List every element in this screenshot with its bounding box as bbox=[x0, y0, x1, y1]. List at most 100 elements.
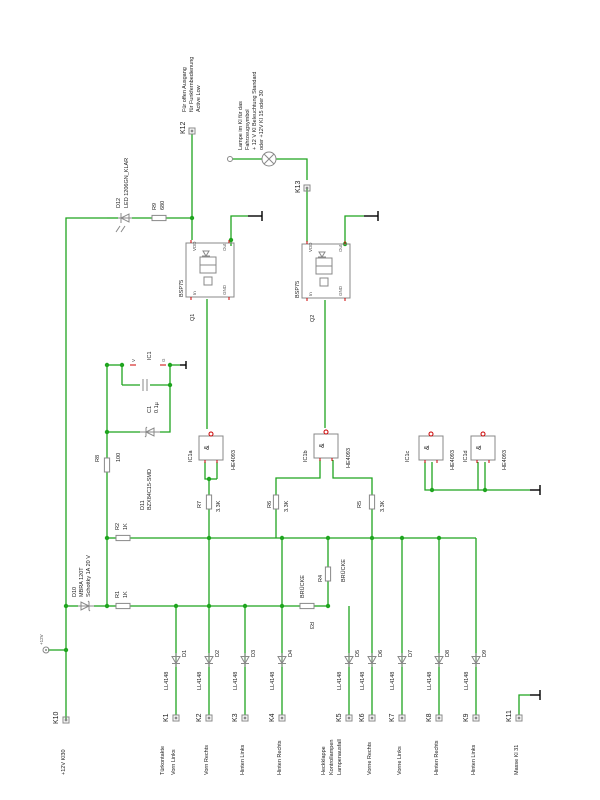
connector-k1-name: K1 bbox=[163, 713, 170, 722]
diode-d2-value: LL4148 bbox=[197, 672, 203, 690]
resistor-r8: R8 100 bbox=[95, 453, 122, 473]
connector-k3[interactable]: K3 Hinten Links bbox=[232, 713, 249, 775]
resistor-r3-name: R3 bbox=[308, 622, 314, 629]
connector-k3-name: K3 bbox=[232, 713, 239, 722]
q2-pin-vdd: VDD bbox=[308, 242, 313, 252]
resistor-r8-value: 100 bbox=[116, 453, 122, 462]
diode-d7-name: D7 bbox=[408, 650, 414, 657]
connector-k10[interactable]: K10 +12V Kl30 bbox=[53, 711, 70, 775]
diode-d8: LL4148 D8 bbox=[427, 650, 451, 690]
capacitor-c1-name: C1 bbox=[147, 406, 153, 413]
connector-k8-label: Hinten Rechts bbox=[434, 740, 440, 775]
diode-d2-name: D2 bbox=[215, 650, 221, 657]
gate-ic1c-symbol: & bbox=[424, 445, 431, 450]
diode-d4-name: D4 bbox=[288, 650, 294, 657]
junction-dots bbox=[63, 215, 488, 653]
diode-d7: LL4148 D7 bbox=[390, 650, 414, 690]
diode-d2: LL4148 D2 bbox=[197, 650, 221, 690]
connector-k5-name: K5 bbox=[336, 713, 343, 722]
resistor-r7-value: 3.3K bbox=[216, 500, 222, 512]
connector-k8[interactable]: K8 Hinten Rechts bbox=[426, 713, 443, 775]
connector-k7-name: K7 bbox=[389, 713, 396, 722]
label-kontrolllampen: Kontrollampen bbox=[329, 740, 335, 775]
transistor-q2: VDD Out In GND BSP75 Q2 bbox=[295, 240, 351, 322]
connector-k11-label: Masse Kl 31 bbox=[514, 745, 520, 775]
q2-pin-gnd: GND bbox=[338, 285, 343, 296]
connector-k2-label: Vorn Rechts bbox=[204, 745, 210, 775]
connector-k10-name: K10 bbox=[53, 711, 60, 724]
q1-value: BSP75 bbox=[179, 280, 185, 297]
resistor-r4-value: BRÜCKE bbox=[340, 559, 347, 582]
k12-note-line1: Für offen Ausgang bbox=[182, 67, 188, 112]
diode-d3-name: D3 bbox=[251, 650, 257, 657]
diode-d8-value: LL4148 bbox=[427, 672, 433, 690]
connector-k6[interactable]: K6 Vorne Rechts bbox=[359, 713, 376, 775]
resistor-r9: R9 680 bbox=[151, 201, 167, 222]
capacitor-c1: C1 0.1µ bbox=[142, 379, 160, 413]
diode-d9-value: LL4148 bbox=[464, 672, 470, 690]
connector-k13[interactable]: K13 bbox=[295, 180, 311, 193]
gate-ic1b-symbol: & bbox=[319, 443, 326, 448]
resistor-r3: R3 BRÜCKE bbox=[299, 575, 315, 629]
gate-ic1a-symbol: & bbox=[204, 445, 211, 450]
connector-k7[interactable]: K7 Vorne Links bbox=[389, 713, 406, 775]
diode-d1: LL4148 D1 bbox=[164, 650, 188, 690]
connector-k1[interactable]: K1 Vorn Links bbox=[163, 713, 180, 775]
connector-k4[interactable]: K4 Hinten Rechts bbox=[269, 713, 286, 775]
connector-k5[interactable]: K5 Heckklappe bbox=[321, 713, 353, 775]
resistor-r5-value: 3.3K bbox=[380, 500, 386, 512]
resistor-r8-name: R8 bbox=[95, 455, 101, 462]
supply-symbol: +12V bbox=[39, 634, 50, 654]
gate-ic1a-value: HE4093 bbox=[231, 450, 237, 470]
connector-k12[interactable]: K12 bbox=[180, 121, 196, 135]
gate-ic1d-name: IC1d bbox=[463, 450, 469, 462]
resistor-r4: R4 BRÜCKE bbox=[318, 559, 347, 582]
gate-ic1c: & IC1c HE4093 bbox=[405, 431, 456, 470]
lamp-line2: Fahrzeugsymbol bbox=[245, 109, 251, 150]
q2-pin-out: Out bbox=[338, 244, 343, 252]
label-tuerkontakte: Türkontakte bbox=[160, 746, 166, 775]
diode-d5-value: LL4148 bbox=[337, 672, 343, 690]
connector-k3-label: Hinten Links bbox=[240, 744, 246, 775]
resistor-r7: R7 3.3K bbox=[197, 494, 222, 512]
gate-ic1b: & IC1b HE4093 bbox=[303, 429, 352, 468]
ic1-power: V G IC1 bbox=[130, 351, 166, 366]
lamp-line4: oder +12V Kl 15 oder 30 bbox=[259, 90, 265, 150]
resistor-r1: R1 1K bbox=[115, 591, 131, 610]
connector-k7-label: Vorne Links bbox=[397, 746, 403, 775]
label-lampenausfall: Lampenausfall bbox=[337, 739, 343, 775]
led-d12-name: D12 bbox=[116, 198, 122, 208]
diode-d9: LL4148 D9 bbox=[464, 650, 488, 690]
connector-k9[interactable]: K9 Hinten Links bbox=[463, 713, 480, 775]
gate-ic1a-name: IC1a bbox=[188, 449, 194, 462]
q1-pin-out: Out bbox=[222, 243, 227, 251]
connector-k10-label: +12V Kl30 bbox=[61, 749, 67, 775]
ic1-pin-v: V bbox=[131, 359, 136, 362]
diode-d4: LL4148 D4 bbox=[270, 650, 294, 690]
resistor-r5-name: R5 bbox=[357, 501, 363, 508]
connector-k9-label: Hinten Links bbox=[471, 744, 477, 775]
connector-k11[interactable]: K11 Masse Kl 31 bbox=[506, 710, 523, 775]
resistor-r5: R5 3.3K bbox=[357, 494, 386, 512]
connector-k11-name: K11 bbox=[506, 710, 513, 722]
supply-symbol-label: +12V bbox=[39, 634, 44, 645]
resistor-r7-name: R7 bbox=[197, 501, 203, 508]
gate-ic1c-name: IC1c bbox=[405, 450, 411, 462]
connector-k13-name: K13 bbox=[295, 180, 302, 193]
transistor-q1: VDD Out In GND BSP75 Q1 bbox=[179, 239, 235, 321]
lamp: Lampe im Kl für das Fahrzeugsymbol + 12 … bbox=[227, 72, 277, 167]
diode-d10-value: MBRA 120T bbox=[79, 567, 85, 597]
diode-d7-value: LL4148 bbox=[390, 672, 396, 690]
lamp-line3: + 12 V Kl Beleuchtung Standard bbox=[252, 72, 258, 150]
resistor-r1-name: R1 bbox=[115, 591, 121, 598]
resistor-r2-value: 1K bbox=[123, 523, 129, 530]
led-d12: D12 LED 1206GN_KLAR bbox=[115, 158, 132, 233]
q1-pin-gnd: GND bbox=[222, 284, 227, 295]
q2-pin-in: In bbox=[308, 292, 313, 296]
diode-d10: D10 MBRA 120T Schottky 1A 20 V bbox=[72, 555, 94, 612]
connector-k2[interactable]: K2 Vorn Rechts bbox=[196, 713, 213, 775]
wires bbox=[48, 134, 541, 720]
ic1-name: IC1 bbox=[147, 351, 153, 360]
diode-d1-name: D1 bbox=[182, 650, 188, 657]
